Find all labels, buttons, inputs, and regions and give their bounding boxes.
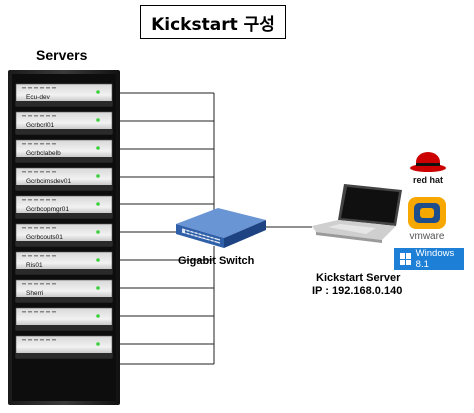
windows-icon [400,253,411,265]
redhat-logo-text: red hat [413,175,443,185]
status-led-icon [96,146,100,150]
kickstart-server-name: Kickstart Server [316,272,401,284]
redhat-logo-icon: red hat [410,152,446,185]
windows-logo-text: Windows 8.1 [415,248,455,270]
gigabit-switch-icon [176,208,266,248]
kickstart-server-ip: IP : 192.168.0.140 [312,285,403,297]
rack-server-unit [15,223,113,247]
rack-unit-label: Gcrbcrl01 [26,122,55,129]
rack-unit-label: Ecu-dev [26,94,50,101]
status-led-icon [96,90,100,94]
vmware-logo-text: vmware [409,231,444,241]
status-led-icon [96,286,100,290]
status-led-icon [96,174,100,178]
rack-server-unit [15,279,113,303]
rack-unit-label: Gcrbcopmgr01 [26,206,69,213]
rack-server-unit [15,83,113,107]
status-led-icon [96,118,100,122]
rack-unit-label: Gcrbcouts01 [26,234,63,241]
rack-server-unit [15,111,113,135]
status-led-icon [96,230,100,234]
diagram-title: Kickstart 구성 [140,5,286,39]
status-led-icon [96,314,100,318]
windows-logo-badge: Windows 8.1 [394,248,464,270]
rack-unit-label: Sherri [26,290,44,297]
status-led-icon [96,202,100,206]
vmware-logo-icon: vmware [408,197,446,241]
server-rack [8,70,120,405]
rack-server-unit [15,167,113,191]
rack-server-unit [15,307,113,331]
servers-heading: Servers [36,47,88,63]
rack-unit-label: Gcrbcimsdev01 [26,178,72,185]
rack-server-unit [15,139,113,163]
switch-label: Gigabit Switch [178,255,255,267]
rack-unit-label: Gcrbclabelb [26,150,61,157]
rack-unit-label: Ris01 [26,262,43,269]
rack-server-unit [15,195,113,219]
status-led-icon [96,342,100,346]
status-led-icon [96,258,100,262]
rack-server-unit [15,251,113,275]
rack-server-unit [15,335,113,359]
laptop-icon [312,184,402,243]
